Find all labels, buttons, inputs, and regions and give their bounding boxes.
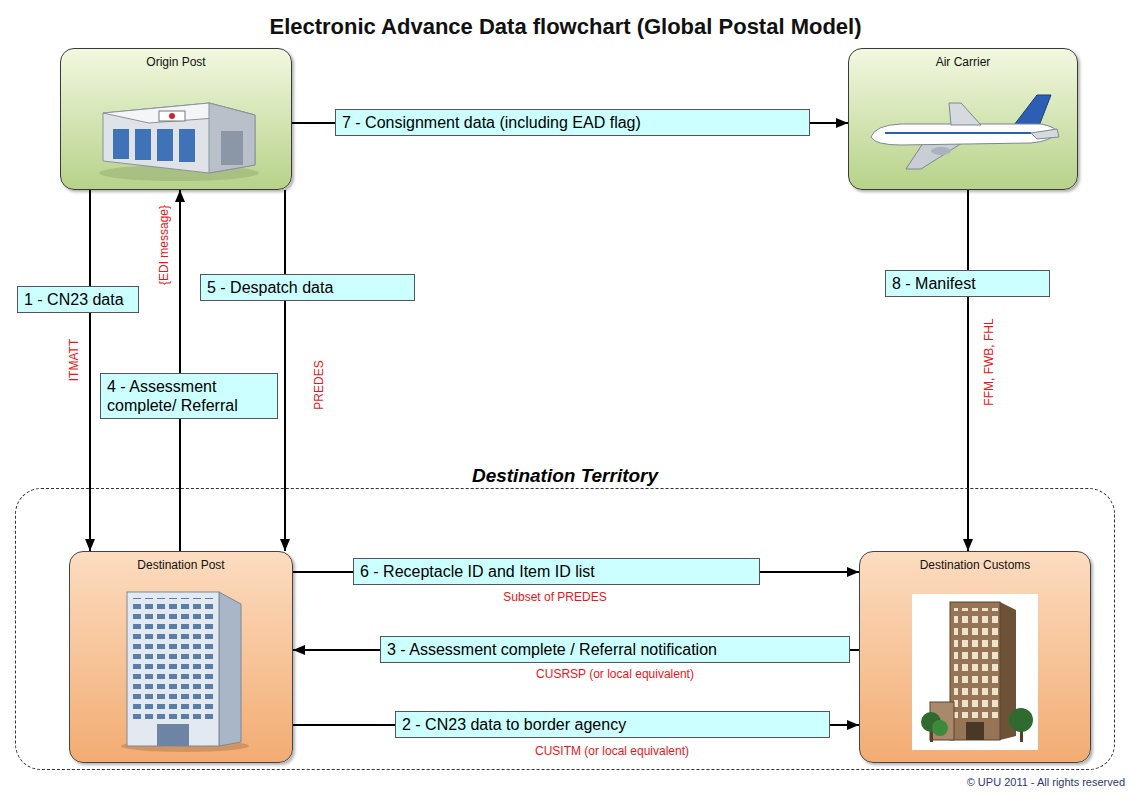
message-type: FFM, FWB, FHL xyxy=(983,318,996,405)
customs-box: Destination Customs xyxy=(859,551,1091,763)
drawing-part xyxy=(157,724,189,746)
carrier-box: Air Carrier xyxy=(848,48,1078,190)
message-type: {EDI message} xyxy=(158,205,171,285)
diagram-title: Electronic Advance Data flowchart (Globa… xyxy=(0,14,1131,40)
customs-building-picture xyxy=(900,590,1050,754)
drawing-part xyxy=(1009,708,1033,732)
drawing-part xyxy=(932,720,948,736)
drawing-part xyxy=(131,598,215,722)
flow-label: 8 - Manifest xyxy=(885,270,1050,297)
drawing-part xyxy=(949,103,981,125)
drawing-part xyxy=(950,602,1000,740)
drawing-part xyxy=(966,722,984,740)
node-title: Origin Post xyxy=(61,49,291,69)
post-box: Destination Post xyxy=(69,551,293,763)
message-type: CUSRSP (or local equivalent) xyxy=(536,668,694,681)
drawing-part xyxy=(209,103,255,173)
post-box: Origin Post xyxy=(60,48,292,190)
flow-arrow xyxy=(967,190,969,551)
node-title: Destination Customs xyxy=(860,552,1090,572)
office-building-picture xyxy=(107,582,257,754)
post-office-picture xyxy=(89,73,265,185)
flow-label: 6 - Receptacle ID and Item ID list xyxy=(353,558,760,585)
drawing-part xyxy=(931,147,951,155)
drawing-part xyxy=(885,132,1031,134)
flow-arrow xyxy=(284,190,286,551)
drawing-part xyxy=(159,111,185,121)
flow-label: 4 - Assessment complete/ Referral xyxy=(100,373,278,419)
drawing-part xyxy=(912,594,1038,750)
flow-label: 2 - CN23 data to border agency xyxy=(395,711,830,738)
drawing-part xyxy=(871,124,1057,145)
drawing-part xyxy=(103,103,255,173)
drawing-part xyxy=(113,129,129,159)
drawing-part xyxy=(169,113,175,119)
message-type: Subset of PREDES xyxy=(503,591,606,604)
copyright-note: © UPU 2011 - All rights reserved xyxy=(967,776,1125,788)
flow-label: 3 - Assessment complete / Referral notif… xyxy=(380,636,850,663)
drawing-part xyxy=(1031,129,1059,139)
message-type: CUSITM (or local equivalent) xyxy=(535,745,689,758)
region-heading: Destination Territory xyxy=(466,465,664,487)
airplane-picture xyxy=(861,89,1067,179)
message-type: ITMATT xyxy=(68,339,81,381)
drawing-part xyxy=(954,608,998,718)
node-title: Air Carrier xyxy=(849,49,1077,69)
flow-arrow xyxy=(89,190,91,551)
flow-arrow xyxy=(179,190,181,551)
drawing-part xyxy=(127,592,219,746)
drawing-part xyxy=(179,129,195,162)
drawing-part xyxy=(219,592,241,746)
flow-label: 5 - Despatch data xyxy=(200,274,415,301)
drawing-part xyxy=(221,131,243,165)
flow-label: 1 - CN23 data xyxy=(17,286,139,313)
drawing-part xyxy=(157,129,173,161)
message-type: PREDES xyxy=(313,360,326,409)
node-title: Destination Post xyxy=(70,552,292,572)
flow-label: 7 - Consignment data (including EAD flag… xyxy=(335,109,810,136)
drawing-part xyxy=(135,129,151,160)
